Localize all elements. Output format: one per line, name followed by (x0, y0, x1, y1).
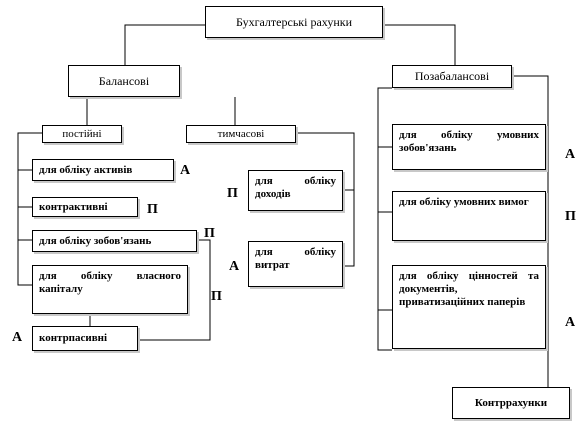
tag-income: П (227, 186, 238, 201)
balance-label: Балансові (98, 73, 150, 88)
tag-expenses: А (229, 259, 240, 274)
item-label: для обліку власного капіталу (39, 270, 181, 295)
tag-liabilities: П (204, 226, 215, 241)
offbalance-box: Позабалансові (392, 65, 512, 88)
permanent-label: постійні (62, 127, 102, 140)
contra-accounts-box: Контррахунки (452, 387, 570, 419)
temporary-item-income: для обліку доходів (248, 170, 343, 211)
item-label: для обліку витрат (255, 246, 336, 271)
item-label: для обліку доходів (255, 175, 336, 200)
root-label: Бухгалтерські рахунки (235, 14, 352, 29)
offbalance-item-valuables: для обліку цінностей та документів, прив… (392, 265, 546, 349)
temporary-item-expenses: для обліку витрат (248, 241, 343, 287)
tag-valuables: А (565, 315, 576, 330)
tag-equity: П (211, 289, 222, 304)
temporary-label: тимчасові (217, 127, 265, 140)
item-label: для обліку активів (39, 163, 133, 176)
offbalance-item-conditional-claims: для обліку умовних вимог (392, 191, 546, 241)
item-label: для обліку цінностей та документів, прив… (399, 270, 539, 308)
tag-assets: А (180, 163, 191, 178)
item-label: для обліку умовних вимог (399, 196, 529, 208)
root-box: Бухгалтерські рахунки (205, 6, 383, 38)
permanent-item-liabilities: для обліку зобов'язань (32, 230, 197, 252)
item-label: для обліку зобов'язань (39, 234, 152, 247)
contra-accounts-label: Контррахунки (474, 396, 548, 409)
tag-conditional-claims: П (565, 209, 576, 224)
offbalance-label: Позабалансові (414, 69, 490, 83)
permanent-box: постійні (42, 125, 122, 143)
tag-contra-passive: А (12, 330, 23, 345)
tag-conditional-liabilities: А (565, 147, 576, 162)
item-label: для обліку умовних зобов'язань (399, 129, 539, 154)
balance-box: Балансові (68, 65, 180, 97)
item-label: контрпасивні (39, 332, 108, 344)
item-label: контрактивні (39, 200, 108, 213)
permanent-item-contra-active: контрактивні (32, 197, 138, 217)
permanent-item-equity: для обліку власного капіталу (32, 265, 188, 314)
temporary-box: тимчасові (186, 125, 296, 143)
permanent-item-contra-passive: контрпасивні (32, 326, 138, 351)
permanent-item-assets: для обліку активів (32, 159, 174, 181)
offbalance-item-conditional-liabilities: для обліку умовних зобов'язань (392, 124, 546, 170)
tag-contra-active: П (147, 202, 158, 217)
